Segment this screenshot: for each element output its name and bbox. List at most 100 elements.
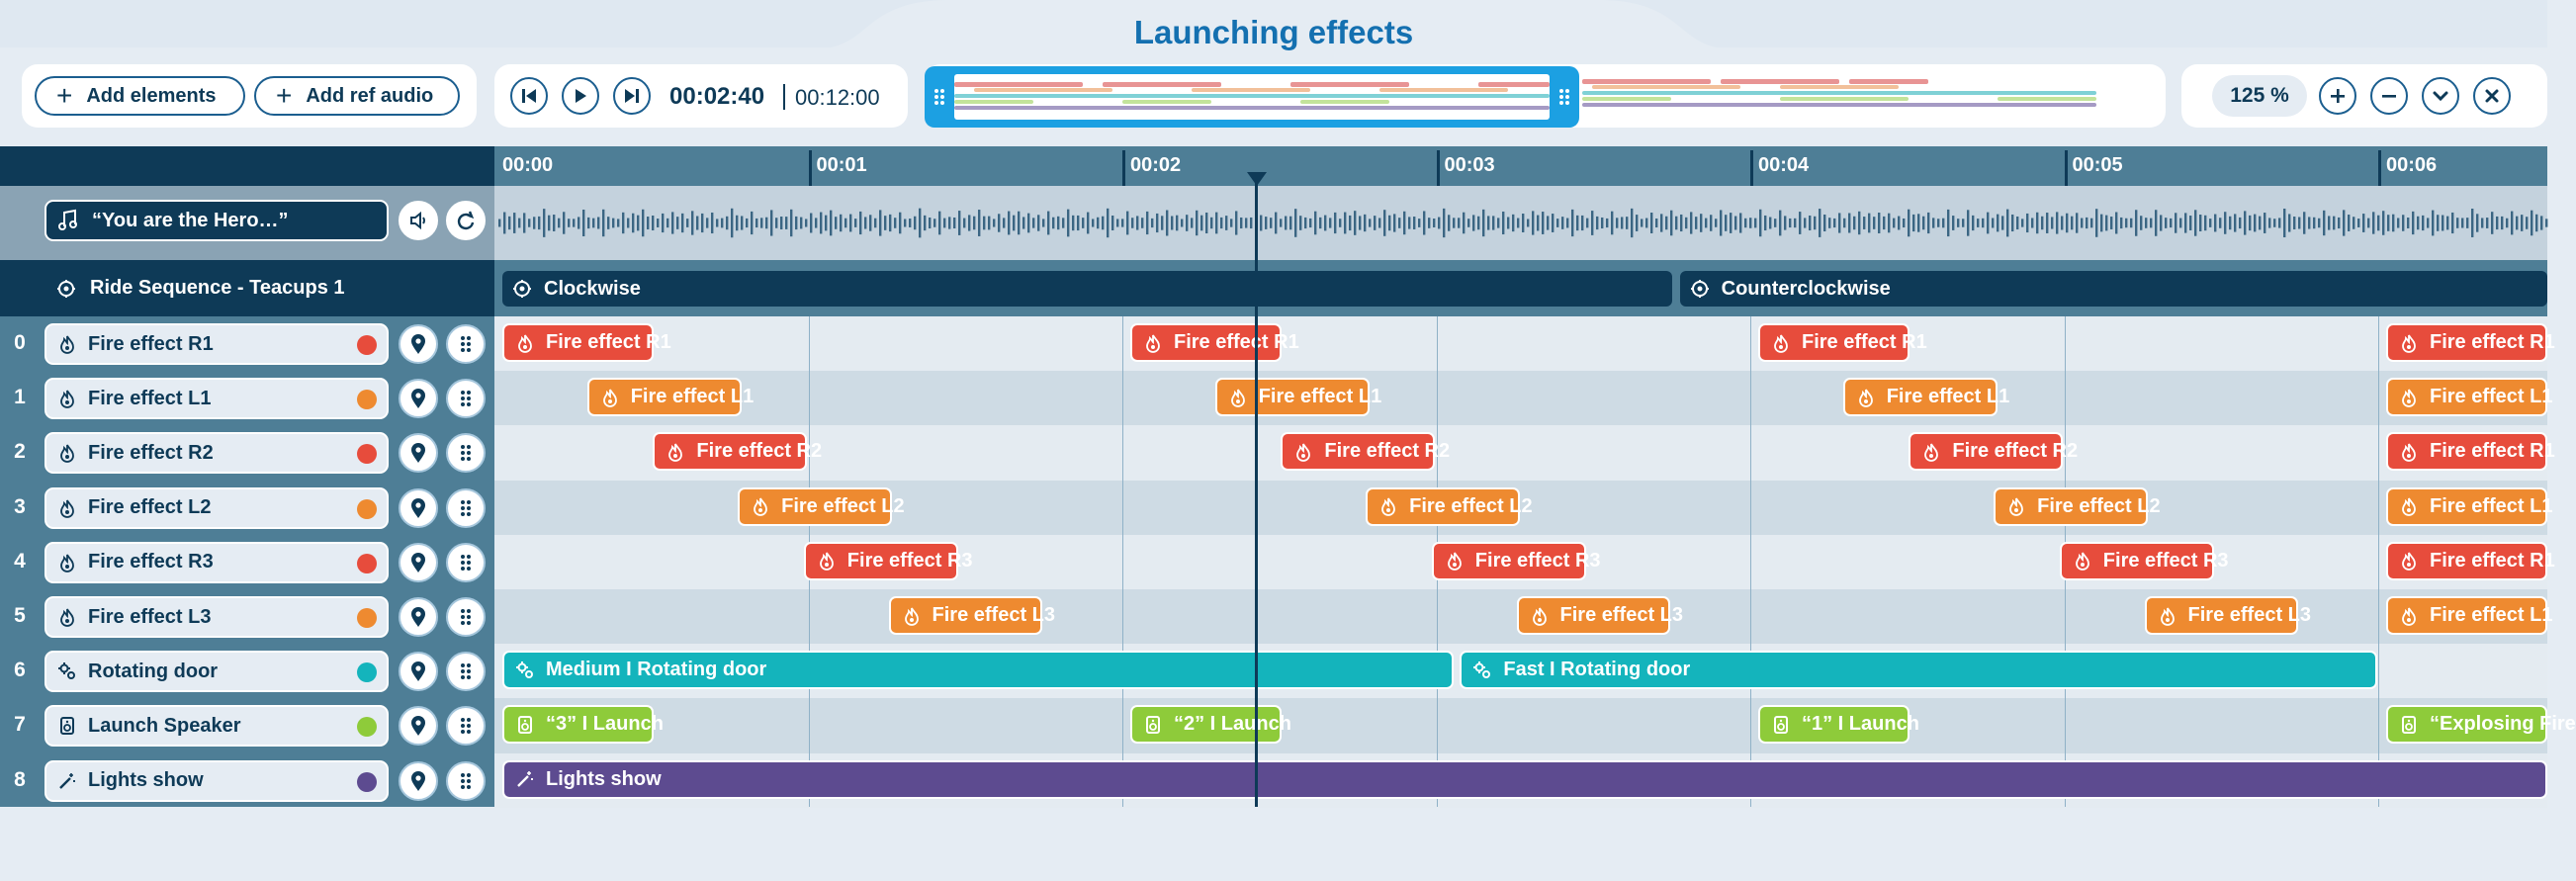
locate-button[interactable] (399, 487, 438, 528)
locate-button[interactable] (399, 597, 438, 637)
effect-clip[interactable]: Fire effect L3 (1516, 596, 1683, 635)
effect-clip[interactable]: Fire effect R1 (1130, 323, 1299, 362)
drag-handle-button[interactable] (446, 324, 486, 364)
row-lane[interactable] (494, 316, 2547, 372)
effect-clip[interactable]: Medium I Rotating door (502, 651, 1455, 690)
effect-clip[interactable]: Fire effect R1 (2386, 323, 2555, 362)
music-note-icon (58, 209, 77, 230)
row-label[interactable]: Fire effect L3 (44, 596, 389, 638)
effect-clip[interactable]: Fire effect R1 (1758, 323, 1927, 362)
locate-button[interactable] (399, 760, 438, 801)
drag-handle-button[interactable] (446, 760, 486, 801)
skip-forward-button[interactable] (613, 77, 651, 115)
dropdown-button[interactable] (2422, 77, 2459, 115)
effect-clip[interactable]: Fire effect L1 (2386, 486, 2552, 526)
fire-icon (2402, 334, 2416, 353)
effect-clip[interactable]: Fire effect R2 (1281, 432, 1450, 472)
clip-label: Fire effect L1 (2430, 386, 2553, 408)
locate-button[interactable] (399, 542, 438, 582)
row-lane[interactable] (494, 371, 2547, 426)
effect-clip[interactable]: “3” I Launch (502, 705, 664, 745)
row-color-dot (357, 335, 377, 355)
effect-clip[interactable]: Fire effect L1 (586, 378, 754, 417)
row-label[interactable]: Lights show (44, 759, 389, 802)
effect-clip[interactable]: Fire effect L2 (1994, 486, 2161, 526)
effect-clip[interactable]: “1” I Launch (1758, 705, 1919, 745)
locate-button[interactable] (399, 324, 438, 364)
effect-clip[interactable]: Fire effect R2 (653, 432, 822, 472)
audio-lane[interactable] (494, 186, 2548, 260)
fire-icon (819, 552, 834, 572)
effect-clip[interactable]: “2” I Launch (1130, 705, 1291, 745)
effect-clip[interactable]: Fire effect L1 (2386, 596, 2552, 635)
drag-handle-button[interactable] (446, 433, 486, 474)
close-button[interactable] (2473, 77, 2511, 115)
speaker-box-icon (1146, 715, 1160, 734)
add-ref-audio-button[interactable]: + Add ref audio (254, 76, 460, 116)
row-label[interactable]: Rotating door (44, 651, 389, 693)
row-label[interactable]: Fire effect R2 (44, 432, 389, 475)
locate-button[interactable] (399, 433, 438, 474)
close-icon (2485, 89, 2499, 103)
ruler-label: 00:05 (2072, 154, 2123, 176)
skip-forward-icon (625, 89, 639, 103)
effect-clip[interactable]: Fire effect R3 (1431, 541, 1601, 580)
effect-clip[interactable]: Fire effect R1 (2386, 541, 2555, 580)
effect-clip[interactable]: Fire effect R3 (803, 541, 973, 580)
drag-handle-button[interactable] (446, 652, 486, 692)
row-label-text: Fire effect R3 (88, 551, 214, 573)
overview-viewport[interactable] (925, 66, 1579, 128)
locate-button[interactable] (399, 706, 438, 747)
drag-handle-right-icon[interactable] (1557, 88, 1571, 106)
effect-clip[interactable]: Lights show (502, 759, 2547, 799)
loop-button[interactable] (446, 201, 486, 240)
effect-clip[interactable]: Fire effect R2 (1909, 432, 2078, 472)
row-color-dot (357, 662, 377, 683)
drag-handle-button[interactable] (446, 487, 486, 528)
overview-minimap[interactable] (1582, 69, 2156, 127)
drag-handle-button[interactable] (446, 706, 486, 747)
row-lane[interactable] (494, 425, 2547, 481)
clip-label: Fire effect R1 (2430, 549, 2555, 572)
row-lane[interactable] (494, 698, 2547, 753)
locate-button[interactable] (399, 379, 438, 419)
effect-clip[interactable]: Fire effect L1 (1842, 378, 2009, 417)
effect-clip[interactable]: Fire effect L1 (1214, 378, 1381, 417)
drag-handle-button[interactable] (446, 379, 486, 419)
effect-clip[interactable]: Fire effect L1 (2386, 378, 2552, 417)
sequence-clip[interactable]: Counterclockwise (1679, 271, 2547, 307)
drag-handle-button[interactable] (446, 542, 486, 582)
drag-handle-button[interactable] (446, 597, 486, 637)
sequence-clip[interactable]: Clockwise (502, 271, 1672, 307)
locate-button[interactable] (399, 652, 438, 692)
play-button[interactable] (562, 77, 599, 115)
effect-clip[interactable]: Fire effect L2 (738, 486, 905, 526)
row-label[interactable]: Launch Speaker (44, 705, 389, 748)
playhead[interactable] (1246, 172, 1267, 807)
sequence-label: Ride Sequence - Teacups 1 (90, 277, 345, 299)
effect-clip[interactable]: Fire effect R3 (2059, 541, 2229, 580)
row-label[interactable]: Fire effect R3 (44, 541, 389, 583)
clip-label: “2” I Launch (1174, 713, 1291, 736)
drag-handle-icon (461, 336, 471, 352)
row-label[interactable]: Fire effect R1 (44, 323, 389, 365)
audio-label[interactable]: “You are the Hero…” (44, 200, 389, 241)
zoom-in-button[interactable] (2319, 77, 2356, 115)
drag-handle-left-icon[interactable] (933, 88, 946, 106)
mute-button[interactable] (399, 201, 438, 240)
effect-clip[interactable]: Fire effect R1 (2386, 432, 2555, 472)
skip-back-button[interactable] (510, 77, 548, 115)
add-elements-button[interactable]: + Add elements (35, 76, 245, 116)
zoom-out-button[interactable] (2370, 77, 2408, 115)
effect-clip[interactable]: “Explosing Fire (2386, 705, 2576, 745)
effect-clip[interactable]: Fire effect L3 (2144, 596, 2311, 635)
effect-clip[interactable]: Fire effect L2 (1366, 486, 1533, 526)
effect-clip[interactable]: Fire effect R1 (502, 323, 671, 362)
effect-clip[interactable]: Fast I Rotating door (1460, 651, 2377, 690)
row-label[interactable]: Fire effect L1 (44, 378, 389, 420)
effect-clip[interactable]: Fire effect L3 (888, 596, 1055, 635)
row-label[interactable]: Fire effect L2 (44, 486, 389, 529)
